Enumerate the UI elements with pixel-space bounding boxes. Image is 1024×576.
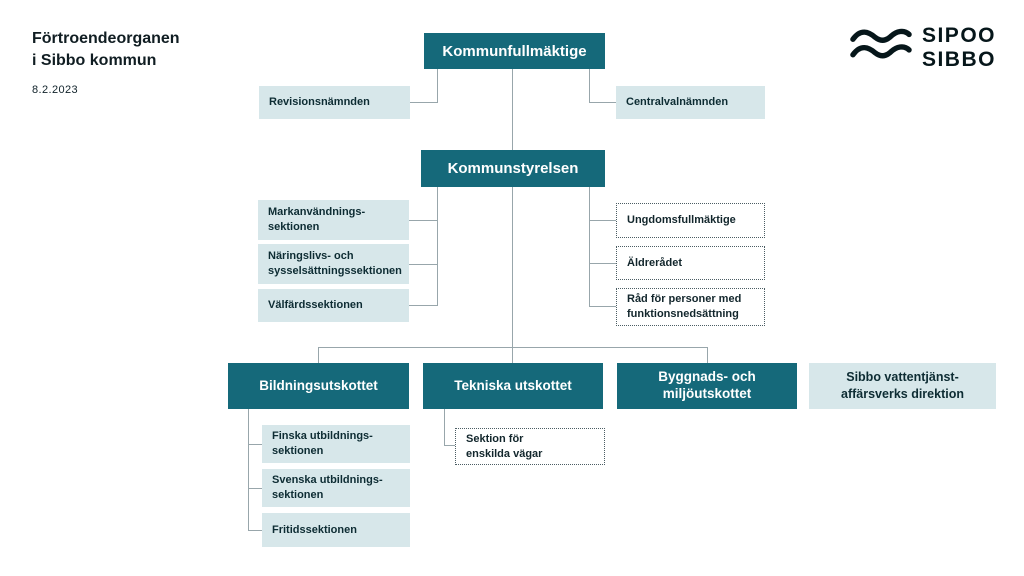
connector xyxy=(248,530,262,531)
connector xyxy=(589,69,590,103)
date-label: 8.2.2023 xyxy=(32,84,79,96)
connector xyxy=(589,102,616,103)
connector xyxy=(512,347,513,363)
connector xyxy=(437,187,438,306)
connector xyxy=(437,69,438,103)
connector xyxy=(589,306,616,307)
logo-wordmark: SIPOO SIBBO xyxy=(922,24,996,72)
logo-line1: SIPOO xyxy=(921,24,996,47)
logo-line2: SIBBO xyxy=(921,48,996,72)
node-tekniska-utskottet: Tekniska utskottet xyxy=(423,363,603,409)
connector xyxy=(248,444,262,445)
node-markanvandningssektionen: Markanvändnings- sektionen xyxy=(258,200,409,240)
page-title: Förtroendeorganen i Sibbo kommun xyxy=(32,28,180,71)
connector xyxy=(589,220,616,221)
connector xyxy=(707,347,708,363)
connector xyxy=(589,263,616,264)
connector xyxy=(409,220,437,221)
node-rad-funktionsnedsattning: Råd för personer med funktionsnedsättnin… xyxy=(616,288,765,326)
connector xyxy=(409,305,437,306)
title-line2: i Sibbo kommun xyxy=(32,51,157,69)
connector xyxy=(512,69,513,150)
connector xyxy=(409,264,437,265)
node-finska-utbildningssektionen: Finska utbildnings- sektionen xyxy=(262,425,410,463)
connector xyxy=(318,347,708,348)
node-kommunstyrelsen: Kommunstyrelsen xyxy=(421,150,605,187)
connector xyxy=(410,102,437,103)
node-vattentjanst-direktion: Sibbo vattentjänst- affärsverks direktio… xyxy=(809,363,996,409)
connector xyxy=(512,187,513,347)
node-aldreradet: Äldrerådet xyxy=(616,246,765,280)
connector xyxy=(444,409,445,446)
sipoo-logo-icon xyxy=(850,28,912,59)
connector xyxy=(444,445,455,446)
connector xyxy=(248,409,249,531)
node-byggnads-miljoutskottet: Byggnads- och miljöutskottet xyxy=(617,363,797,409)
sipoo-logo: SIPOO SIBBO xyxy=(850,24,996,72)
connector xyxy=(248,488,262,489)
node-ungdomsfullmaktige: Ungdomsfullmäktige xyxy=(616,203,765,238)
connector xyxy=(589,187,590,307)
node-centralvalnamnden: Centralvalnämnden xyxy=(616,86,765,119)
node-naringslivssektionen: Näringslivs- och sysselsättningssektione… xyxy=(258,244,409,284)
node-sektion-enskilda-vagar: Sektion för enskilda vägar xyxy=(455,428,605,465)
node-svenska-utbildningssektionen: Svenska utbildnings- sektionen xyxy=(262,469,410,507)
title-line1: Förtroendeorganen xyxy=(32,30,180,47)
node-revisionsnamnden: Revisionsnämnden xyxy=(259,86,410,119)
connector xyxy=(318,347,319,363)
node-valfardssektionen: Välfärdssektionen xyxy=(258,289,409,322)
node-bildningsutskottet: Bildningsutskottet xyxy=(228,363,409,409)
node-kommunfullmaktige: Kommunfullmäktige xyxy=(424,33,605,69)
node-fritidssektionen: Fritidssektionen xyxy=(262,513,410,547)
